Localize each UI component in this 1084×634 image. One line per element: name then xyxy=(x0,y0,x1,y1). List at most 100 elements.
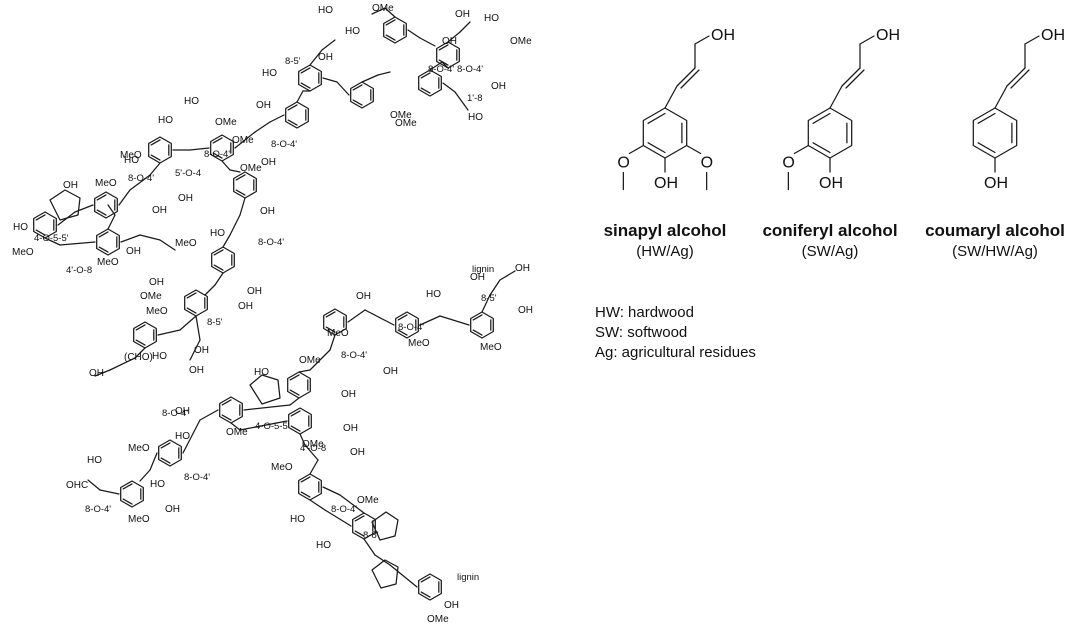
chain-bond xyxy=(324,509,352,527)
precursor-name: coumaryl alcohol xyxy=(925,221,1065,240)
linkage-label: 8-O-4' xyxy=(85,504,111,515)
linkage-label: 4-O-5-5' xyxy=(255,421,290,432)
aromatic-ring-double-bond xyxy=(150,154,161,161)
chain-bond xyxy=(442,82,456,93)
chain-bond xyxy=(44,237,61,246)
polymer-linkage-labels: 8-O-4'8-5'8-O-4'1'-88-O-4'8-O-4'5'-O-48-… xyxy=(34,56,497,583)
chain-bond xyxy=(377,71,391,76)
aromatic-ring-double-bond xyxy=(221,414,232,421)
atom-label: HO xyxy=(262,68,277,79)
chain-bond xyxy=(329,334,336,351)
aromatic-ring-double-bond xyxy=(354,515,365,522)
aromatic-ring-double-bond xyxy=(221,399,232,406)
chain-bond xyxy=(384,7,396,18)
side-chain-bond xyxy=(664,85,678,109)
side-chain-double-bond xyxy=(845,69,865,89)
side-chain-bond xyxy=(694,35,710,45)
side-chain-double-bond xyxy=(1010,69,1030,89)
linkage-label: 4'-O-8 xyxy=(66,265,92,276)
aromatic-ring-double-bond xyxy=(135,339,146,346)
atom-label: (CHO) xyxy=(124,352,153,363)
chain-bond xyxy=(94,369,111,377)
aromatic-ring-double-bond xyxy=(300,491,311,498)
chain-bond xyxy=(309,49,323,66)
aromatic-ring-double-bond xyxy=(289,389,300,396)
chain-bond xyxy=(149,162,161,176)
linkage-label: 8-8' xyxy=(363,530,379,541)
aromatic-ring xyxy=(470,311,494,339)
aromatic-ring-double-bond xyxy=(35,214,46,221)
linkage-label: 4'-O-8 xyxy=(300,443,326,454)
chain-bond xyxy=(454,91,469,111)
aromatic-ring-double-bond xyxy=(212,137,223,144)
atom-label: OH xyxy=(175,406,190,417)
linkage-label: 8-O-4' xyxy=(428,64,454,75)
chain-bond xyxy=(139,469,151,482)
aromatic-ring-double-bond xyxy=(287,104,298,111)
chain-bond xyxy=(299,433,306,446)
linkage-label: 8-O-4' xyxy=(271,139,297,150)
atom-label: OH xyxy=(515,263,530,274)
aromatic-ring-double-bond xyxy=(472,329,483,336)
atom-label: HO xyxy=(152,351,167,362)
atom-label: OMe xyxy=(226,427,248,438)
atom-label: MeO xyxy=(327,328,349,339)
aromatic-ring-double-bond xyxy=(287,119,298,126)
chain-bond xyxy=(309,459,319,475)
atom-label: OH xyxy=(149,277,164,288)
chain-bond xyxy=(99,489,120,495)
aromatic-ring xyxy=(158,439,182,467)
chain-bond xyxy=(364,309,395,326)
aromatic-ring xyxy=(148,136,172,164)
linkage-label: 8-O-4' xyxy=(331,504,357,515)
atom-label: OMe xyxy=(510,36,532,47)
atom-label: HO xyxy=(158,115,173,126)
atom-label: HO xyxy=(184,96,199,107)
aromatic-ring-double-bond xyxy=(438,59,449,66)
chain-bond xyxy=(87,479,101,491)
methoxy-oxygen-label: O xyxy=(701,155,713,172)
atom-label: MeO xyxy=(175,238,197,249)
precursor-benzene-ring xyxy=(807,107,853,159)
atom-label: OMe xyxy=(427,614,449,625)
atom-label: MeO xyxy=(95,178,117,189)
aromatic-ring-double-bond xyxy=(186,307,197,314)
linkage-label: 1'-8 xyxy=(467,93,483,104)
chain-bond xyxy=(289,397,300,406)
aromatic-ring xyxy=(298,64,322,92)
aromatic-ring-double-bond xyxy=(290,410,301,417)
atom-label: OH xyxy=(318,52,333,63)
aromatic-ring-double-bond xyxy=(122,483,133,490)
heterocycle-ring xyxy=(371,511,399,541)
atom-label: OH xyxy=(63,180,78,191)
aromatic-ring xyxy=(184,289,208,317)
linkage-label: 8-O-4' xyxy=(162,408,188,419)
aromatic-ring xyxy=(288,407,312,435)
precursor-benzene-ring-double-bond xyxy=(977,142,996,154)
chain-bond xyxy=(419,315,441,326)
atom-label: HO xyxy=(210,228,225,239)
aromatic-ring-double-bond xyxy=(235,174,246,181)
atom-label: OMe xyxy=(395,118,417,129)
precursor-source: (SW/Ag) xyxy=(802,243,859,260)
linkage-label: 8-O-4' xyxy=(204,149,230,160)
precursor-source: (SW/HW/Ag) xyxy=(952,243,1038,260)
aromatic-ring xyxy=(219,396,243,424)
chain-bond xyxy=(296,90,304,103)
aromatic-ring-double-bond xyxy=(160,442,171,449)
chain-bond xyxy=(499,270,516,281)
aromatic-ring-double-bond xyxy=(98,246,109,253)
aromatic-ring-double-bond xyxy=(420,591,431,598)
aromatic-ring-double-bond xyxy=(420,576,431,583)
aromatic-ring xyxy=(96,228,120,256)
chain-bond xyxy=(322,486,341,496)
aromatic-ring-double-bond xyxy=(235,189,246,196)
atom-label: HO xyxy=(175,431,190,442)
chain-bond xyxy=(239,197,246,216)
atom-label: HO xyxy=(426,289,441,300)
chain-bond xyxy=(336,81,350,96)
chain-bond xyxy=(309,499,326,511)
chain-bond xyxy=(371,7,386,15)
